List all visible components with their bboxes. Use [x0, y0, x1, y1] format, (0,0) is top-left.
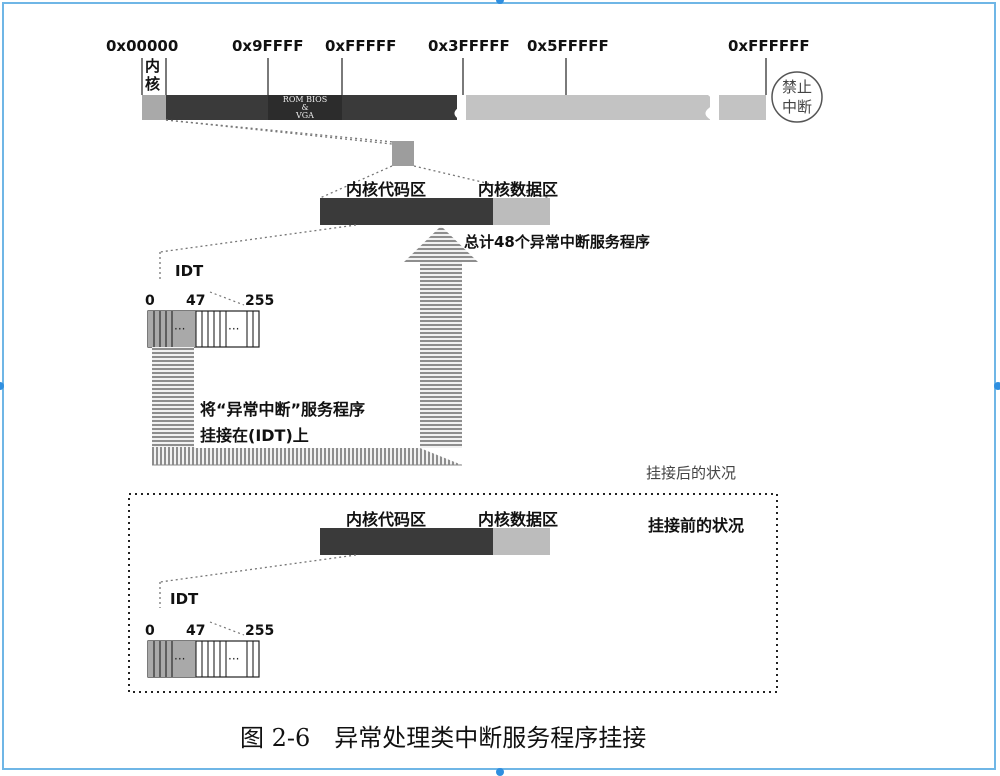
idt-ellipsis: ···: [174, 652, 185, 666]
disable-interrupt-badge: 禁止 中断: [771, 71, 823, 123]
upper-idt-table: ··· ···: [147, 310, 260, 348]
idt-index-label: 0: [145, 293, 155, 309]
low-memory-segment: [166, 95, 268, 120]
idt-ellipsis: ···: [228, 652, 239, 666]
arrow-right-shaft: [420, 262, 462, 448]
kernel-segment: [142, 95, 166, 120]
idt-index-label: 47: [186, 623, 205, 639]
zoom-lines: [165, 119, 551, 199]
arrow-head: [404, 226, 478, 262]
buffer-segment: [342, 95, 457, 120]
resize-handle-top[interactable]: [496, 0, 504, 4]
arrow-left-shaft: [152, 347, 194, 447]
address-label: 0xFFFFFF: [728, 37, 810, 55]
resize-handle-right[interactable]: [994, 382, 1000, 390]
idt-ellipsis: ···: [174, 322, 185, 336]
rom-bios-label: VGA: [295, 111, 314, 120]
address-label: 0xFFFFF: [325, 37, 396, 55]
idt-ellipsis: ···: [228, 322, 239, 336]
disable-interrupt-label: 禁止: [782, 78, 812, 96]
address-label: 0x9FFFF: [232, 37, 304, 55]
kernel-zoom-marker: [392, 141, 414, 166]
idt-index-label: 255: [245, 623, 274, 639]
idt-index-label: 255: [245, 293, 274, 309]
after-mount-label: 挂接后的状况: [646, 464, 736, 482]
mount-instruction: 挂接在(IDT)上: [200, 426, 309, 445]
kernel-data-block: [493, 528, 550, 555]
code-region-label: 内核代码区: [346, 510, 426, 529]
address-label: 0x3FFFFF: [428, 37, 510, 55]
idt-range-line: [209, 621, 245, 636]
idt-index-label: 47: [186, 293, 205, 309]
service-routines-note: 总计48个异常中断服务程序: [464, 233, 650, 251]
mount-instruction: 将“异常中断”服务程序: [200, 400, 365, 419]
arrow-bottom-right-corner: [152, 448, 462, 465]
lower-idt-table: ··· ···: [147, 640, 260, 678]
disable-interrupt-label: 中断: [782, 98, 812, 116]
rom-bios-label: &: [301, 103, 308, 112]
address-ticks: [141, 58, 767, 95]
before-mount-box: [128, 493, 778, 693]
rom-bios-segment: [268, 95, 342, 120]
rom-bios-label: ROM BIOS: [283, 95, 327, 104]
address-label: 0x00000: [106, 37, 178, 55]
kernel-code-block: [320, 528, 493, 555]
kernel-label: 内: [145, 57, 160, 75]
idt-label: IDT: [170, 590, 199, 608]
idt-index-label: 0: [145, 623, 155, 639]
before-mount-label: 挂接前的状况: [648, 516, 744, 535]
main-memory-segment: [719, 95, 766, 120]
idt-label: IDT: [175, 262, 204, 280]
idt-link-lines: [159, 554, 357, 608]
ramdisk-segment: [466, 95, 710, 120]
resize-handle-left[interactable]: [0, 382, 4, 390]
code-region-label: 内核代码区: [346, 180, 426, 199]
kernel-code-block: [320, 198, 493, 225]
lower-kernel-bar: [320, 528, 550, 555]
memory-bar: ROM BIOS & VGA: [142, 95, 766, 120]
address-label: 0x5FFFFF: [527, 37, 609, 55]
data-region-label: 内核数据区: [478, 180, 558, 199]
idt-range-line: [209, 291, 245, 306]
kernel-label: 核: [145, 75, 160, 93]
data-region-label: 内核数据区: [478, 510, 558, 529]
mount-arrow: [152, 226, 478, 466]
kernel-data-block: [493, 198, 550, 225]
figure-caption: 图 2-6 异常处理类中断服务程序挂接: [240, 724, 646, 752]
address-labels: 0x00000 0x9FFFF 0xFFFFF 0x3FFFFF 0x5FFFF…: [106, 37, 810, 55]
upper-kernel-bar: [320, 198, 550, 225]
